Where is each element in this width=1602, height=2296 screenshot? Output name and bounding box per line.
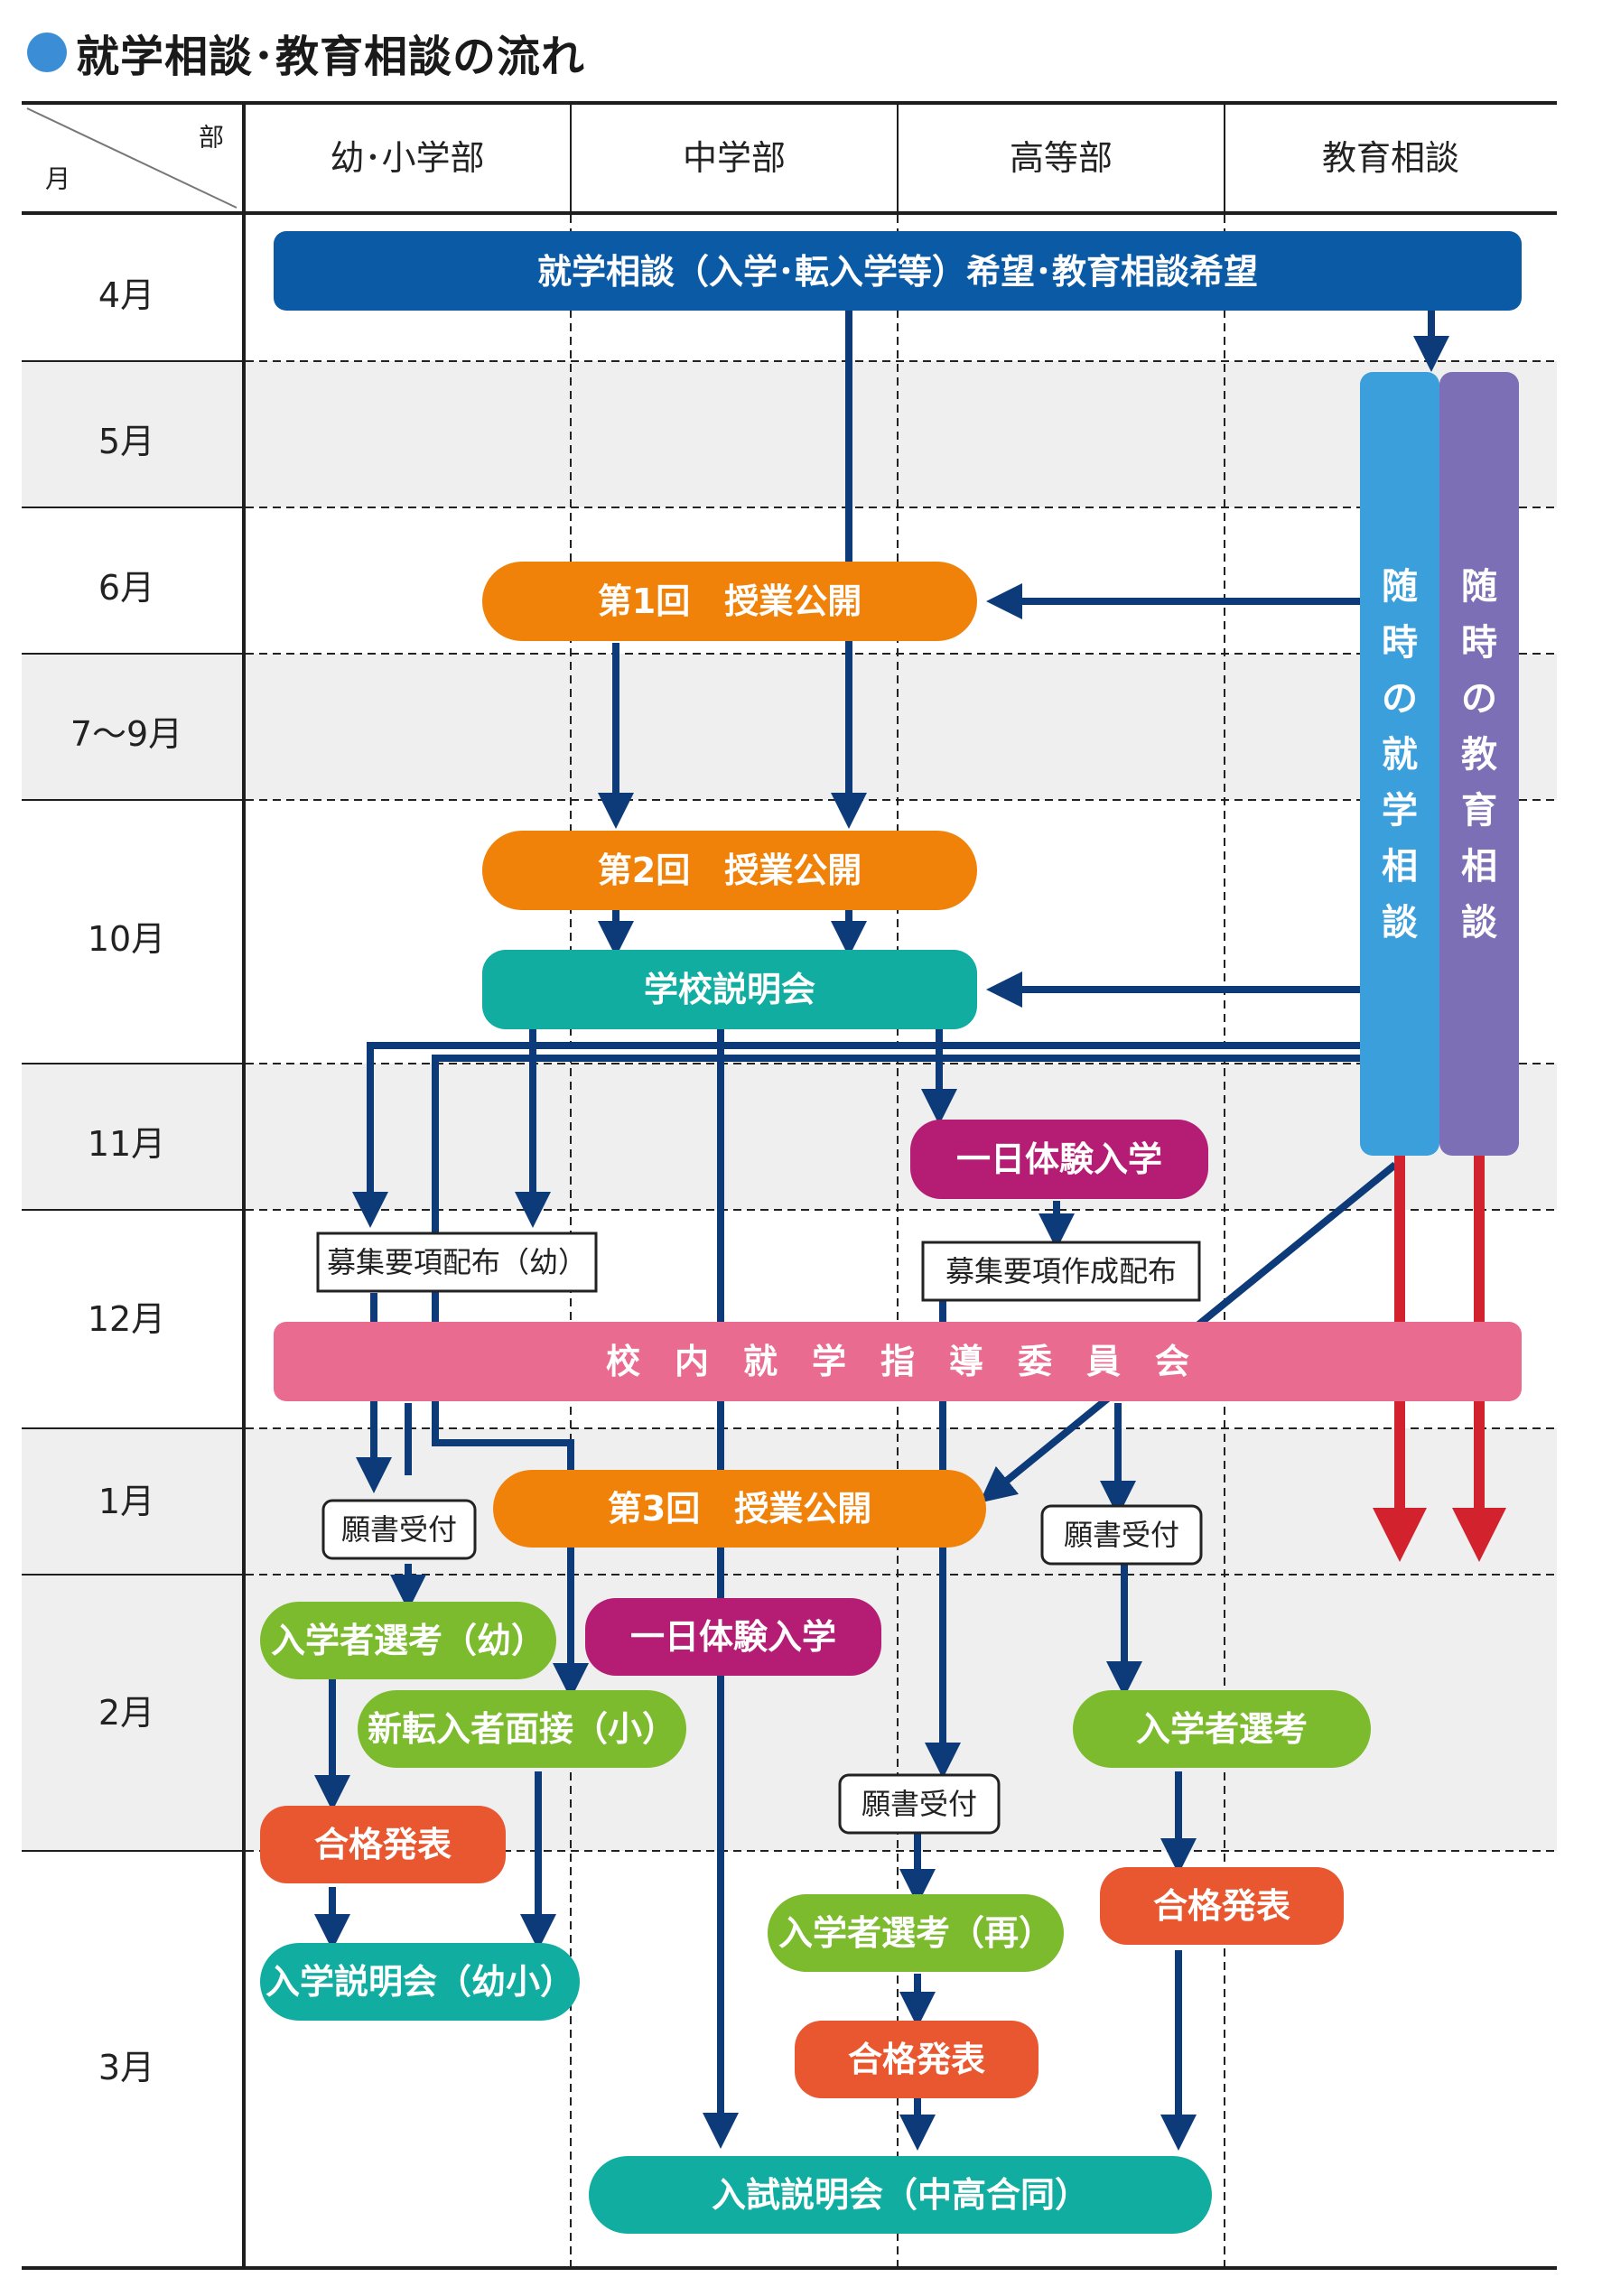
one-day-trial-2-label: 一日体験入学 — [630, 1617, 836, 1657]
month-label: 2月 — [98, 1693, 154, 1733]
school-info-session-node: 学校説明会 — [482, 950, 977, 1029]
application-label: 願書受付 — [862, 1787, 977, 1821]
vertical-char: 育 — [1461, 790, 1497, 832]
open-class-1-node: 第1回 授業公開 — [482, 562, 977, 641]
corner-label-dept: 部 — [199, 123, 224, 153]
interview-elementary-label: 新転入者面接（小） — [368, 1709, 676, 1749]
vertical-char: 相 — [1382, 846, 1418, 888]
vertical-char: 随 — [1382, 566, 1418, 608]
recruitment-guide-high-node: 募集要項作成配布 — [921, 1241, 1201, 1302]
consultation-request-label: 就学相談（入学･転入学等）希望･教育相談希望 — [537, 252, 1258, 292]
one-day-trial-node: 一日体験入学 — [910, 1120, 1208, 1199]
open-class-3-label: 第3回 授業公開 — [608, 1489, 871, 1529]
open-class-2-node: 第2回 授業公開 — [482, 831, 977, 910]
consultation-request-bar: 就学相談（入学･転入学等）希望･教育相談希望 — [274, 231, 1522, 311]
pass-announcement-kindergarten-node: 合格発表 — [260, 1806, 506, 1883]
recruitment-guide-high-label: 募集要項作成配布 — [945, 1254, 1177, 1288]
month-label: 4月 — [98, 275, 154, 315]
recruitment-guide-kindergarten-label: 募集要項配布（幼） — [327, 1245, 587, 1279]
ongoing-enrollment-consultation-bar: 随 時 の 就 学 相 談 — [1360, 372, 1439, 1156]
enrollment-briefing-node: 入学説明会（幼小） — [260, 1943, 580, 2021]
bullet-circle-icon — [27, 33, 67, 72]
recruitment-guide-kindergarten-node: 募集要項配布（幼） — [316, 1232, 598, 1293]
open-class-1-label: 第1回 授業公開 — [598, 581, 862, 621]
vertical-char: 就 — [1382, 734, 1418, 776]
vertical-char: 学 — [1382, 790, 1418, 832]
application-junior-node: 願書受付 — [838, 1773, 1001, 1835]
month-label: 7〜9月 — [70, 714, 182, 754]
application-label: 願書受付 — [341, 1512, 457, 1547]
entrance-exam-briefing-label: 入試説明会（中高合同） — [712, 2175, 1089, 2215]
column-header-counseling: 教育相談 — [1322, 138, 1459, 178]
column-header-high-school: 高等部 — [1010, 138, 1113, 178]
one-day-trial-2-node: 一日体験入学 — [585, 1598, 881, 1676]
vertical-char: 相 — [1461, 846, 1497, 888]
vertical-char: 談 — [1461, 902, 1497, 943]
month-labels: 4月 5月 6月 7〜9月 10月 11月 12月 1月 2月 3月 — [70, 275, 182, 2087]
month-label: 12月 — [88, 1299, 165, 1339]
vertical-char: 時 — [1461, 622, 1497, 664]
open-class-3-node: 第3回 授業公開 — [493, 1470, 986, 1548]
school-committee-label: 校 内 就 学 指 導 委 員 会 — [606, 1342, 1189, 1381]
title-text: 就学相談･教育相談の流れ — [76, 32, 586, 82]
ongoing-education-consultation-bar: 随 時 の 教 育 相 談 — [1439, 372, 1519, 1156]
application-high-node: 願書受付 — [1040, 1504, 1203, 1566]
selection-retry-node: 入学者選考（再） — [768, 1894, 1064, 1972]
pass-announcement-junior-node: 合格発表 — [795, 2021, 1039, 2098]
one-day-trial-label: 一日体験入学 — [956, 1139, 1162, 1179]
selection-retry-label: 入学者選考（再） — [778, 1913, 1053, 1953]
vertical-char: の — [1461, 678, 1497, 720]
month-label: 6月 — [98, 568, 154, 608]
month-label: 11月 — [88, 1124, 165, 1164]
selection-kindergarten-node: 入学者選考（幼） — [260, 1602, 556, 1679]
selection-kindergarten-label: 入学者選考（幼） — [271, 1621, 545, 1660]
page-title: 就学相談･教育相談の流れ — [27, 16, 585, 88]
pass-announcement-label: 合格発表 — [1153, 1886, 1290, 1926]
table-frame — [22, 101, 1557, 2270]
pass-announcement-high-node: 合格発表 — [1100, 1867, 1344, 1945]
vertical-char: 教 — [1461, 734, 1497, 776]
vertical-char: 随 — [1461, 566, 1497, 608]
month-label: 10月 — [88, 919, 165, 959]
selection-high-label: 入学者選考 — [1136, 1709, 1308, 1749]
open-class-2-label: 第2回 授業公開 — [598, 851, 862, 890]
enrollment-briefing-label: 入学説明会（幼小） — [265, 1962, 574, 2002]
selection-high-node: 入学者選考 — [1073, 1690, 1371, 1768]
pass-announcement-label: 合格発表 — [848, 2040, 985, 2079]
month-label: 3月 — [98, 2048, 154, 2087]
vertical-char: の — [1382, 678, 1418, 720]
month-label: 5月 — [98, 422, 154, 461]
school-committee-bar: 校 内 就 学 指 導 委 員 会 — [274, 1322, 1522, 1401]
entrance-exam-briefing-node: 入試説明会（中高合同） — [589, 2156, 1212, 2234]
vertical-char: 時 — [1382, 622, 1418, 664]
month-label: 1月 — [98, 1482, 154, 1521]
pass-announcement-label: 合格発表 — [314, 1825, 452, 1864]
vertical-char: 談 — [1382, 902, 1418, 943]
school-info-session-label: 学校説明会 — [644, 970, 815, 1009]
application-label: 願書受付 — [1064, 1518, 1179, 1552]
column-header-elementary: 幼･小学部 — [330, 138, 484, 178]
month-dividers — [22, 360, 1557, 1852]
application-kindergarten-node: 願書受付 — [321, 1499, 477, 1560]
column-header-junior-high: 中学部 — [683, 138, 786, 178]
table-header: 部 月 幼･小学部 中学部 高等部 教育相談 — [45, 123, 1459, 194]
interview-elementary-node: 新転入者面接（小） — [358, 1690, 686, 1768]
corner-label-month: 月 — [45, 164, 70, 194]
